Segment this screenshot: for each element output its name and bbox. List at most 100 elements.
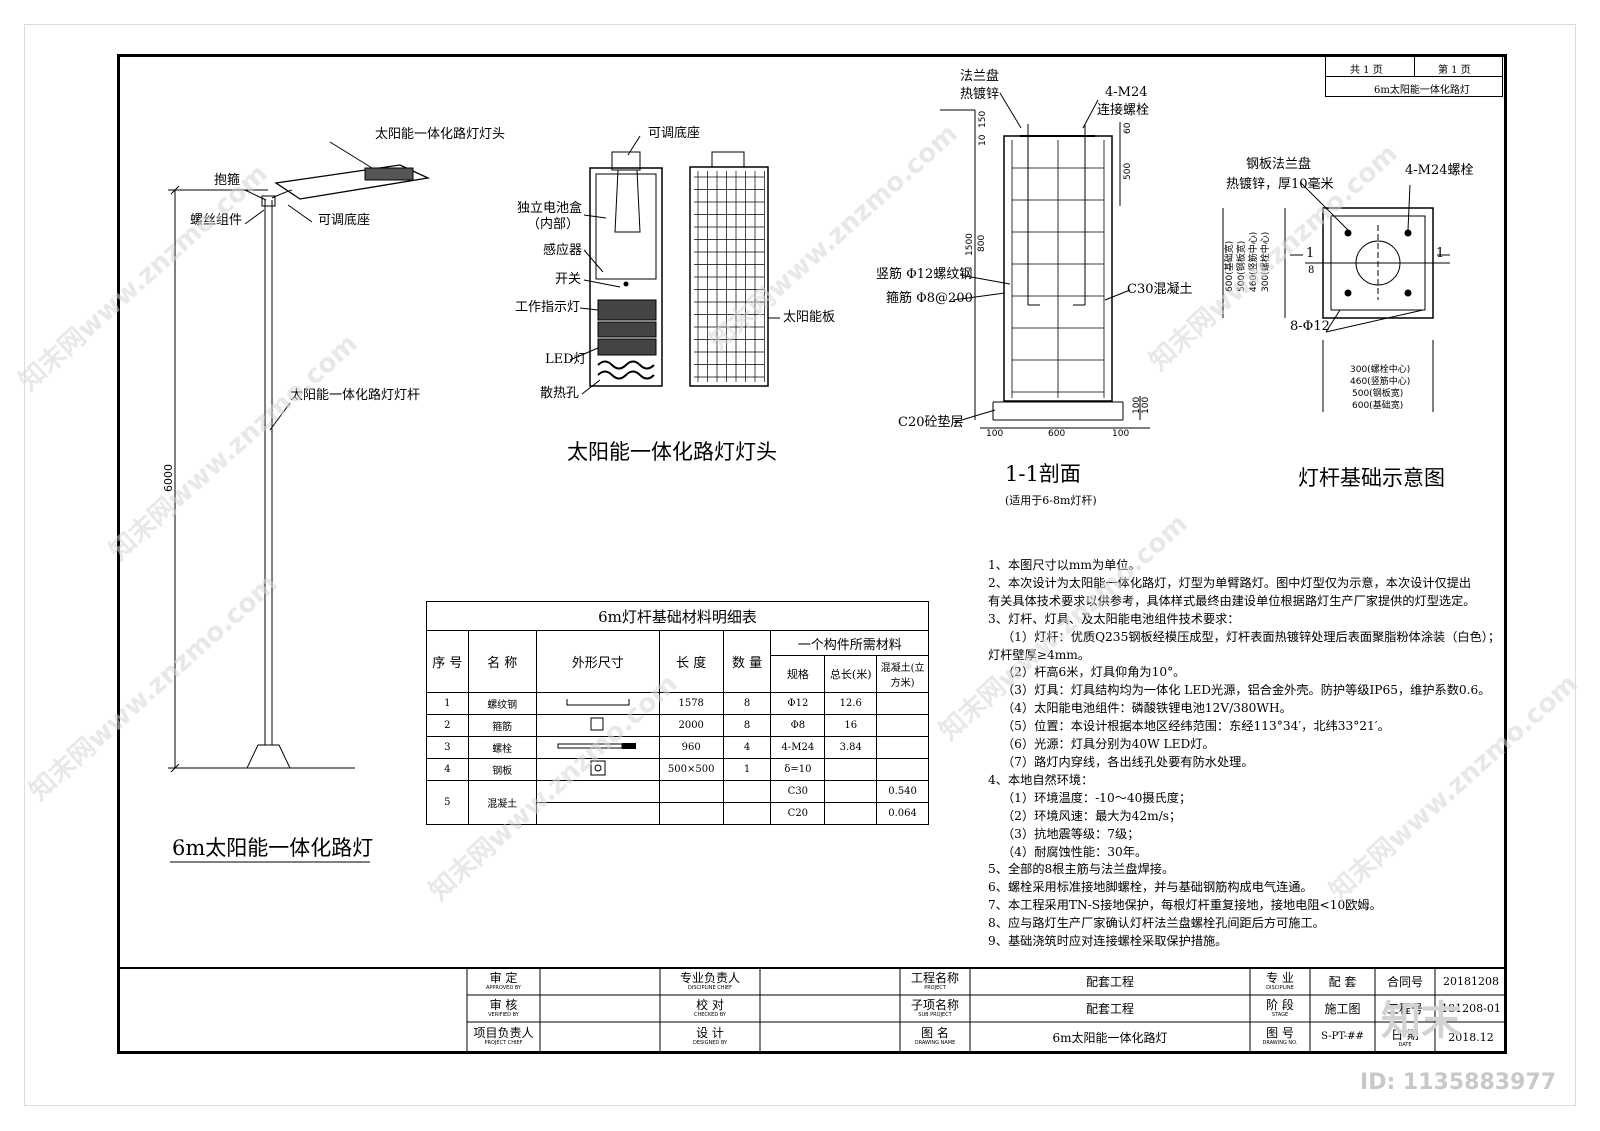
pole-label-screws: 螺丝组件: [190, 213, 243, 228]
tb-dname-label: 图 名: [921, 1026, 949, 1040]
tb-stage-label: 阶 段: [1266, 998, 1294, 1012]
image-id: ID: 1135883977: [1360, 1070, 1556, 1095]
th-name: 名 称: [467, 630, 537, 693]
table-row: 4 钢板 500×500 1 δ=10: [426, 758, 929, 781]
drawing-frame: [117, 54, 1507, 1054]
foundation-label-cut-left: 1: [1306, 246, 1315, 261]
head-label-battery: 独立电池盒: [517, 201, 583, 216]
note-line: （3）抗地震等级：7级；: [1002, 826, 1140, 841]
section-title: 1-1剖面: [1005, 462, 1081, 486]
tb-sub-value: 配套工程: [1085, 1002, 1134, 1016]
foundation-label-8: 8: [1308, 265, 1315, 276]
foundation-dim-h-300: 300(螺栓中心): [1350, 365, 1411, 375]
tb-project-label: 工程名称: [910, 971, 959, 985]
th-total: 总长(米): [824, 655, 878, 693]
tb-dno-value: S-PT-##: [1321, 1031, 1364, 1042]
note-line: 9、基础浇筑时应对连接螺栓采取保护措施。: [988, 934, 1228, 949]
tb-approved-en: APPROVED BY: [485, 985, 521, 991]
pole-title: 6m太阳能一体化路灯: [172, 836, 374, 860]
tb-chief-en: PROJECT CHIEF: [484, 1040, 523, 1046]
note-line: （4）太阳能电池组件：磷酸铁锂电池12V/380WH。: [1002, 701, 1292, 716]
outer-border: [24, 24, 1576, 1106]
tb-sub-en: SUB PROJECT: [918, 1012, 952, 1018]
tb-proj-no-value: 181208-01: [1441, 1002, 1501, 1015]
section-subtitle: (适用于6-8m灯杆): [1005, 494, 1097, 507]
pages-total: 共 1 页: [1350, 65, 1383, 76]
tb-project-en: PROJECT: [924, 985, 946, 991]
foundation-label-rebar: 8-Φ12: [1290, 319, 1330, 334]
tb-disc-chief-en: DISCIPLINE CHIEF: [688, 985, 732, 991]
tb-date-en: DATE: [1398, 1042, 1412, 1048]
th-no: 序 号: [426, 630, 469, 693]
tb-date-label: 日 期: [1391, 1028, 1419, 1042]
th-group: 一个构件所需材料: [770, 630, 929, 656]
tb-dno-en: DRAWING NO.: [1262, 1040, 1298, 1046]
material-table: 6m灯杆基础材料明细表 序 号 名 称 外形尺寸 长 度 数 量 一个构件所需材…: [426, 601, 929, 825]
foundation-dim-h-460: 460(竖筋中心): [1350, 377, 1411, 387]
foundation-label-galv: 热镀锌，厚10毫米: [1226, 177, 1334, 192]
note-line: （3）灯具：灯具结构均为一体化 LED光源，铝合金外壳。防护等级IP65，维护系…: [1002, 683, 1491, 698]
tb-chief-label: 项目负责人: [473, 1026, 534, 1040]
head-label-base: 可调底座: [648, 126, 701, 141]
th-spec: 规格: [770, 655, 826, 693]
cell-spec: C20: [770, 802, 826, 825]
head-label-vent: 散热孔: [540, 386, 580, 401]
foundation-dim-h-600: 600(基础宽): [1352, 401, 1404, 411]
tb-stage-en: STAGE: [1271, 1012, 1289, 1018]
note-line: 2、本次设计为太阳能一体化路灯，灯型为单臂路灯。图中灯型仅为示意，本次设计仅提出: [988, 575, 1472, 590]
tb-designed-en: DESIGNED BY: [692, 1040, 728, 1046]
cell-no: 5: [426, 780, 469, 825]
foundation-title: 灯杆基础示意图: [1298, 466, 1445, 490]
section-label-galv: 热镀锌: [960, 87, 1000, 102]
note-line: 4、本地自然环境：: [988, 772, 1094, 787]
section-drawing: [940, 92, 1150, 429]
note-line: （1）灯杆：优质Q235钢板经模压成型，灯杆表面热镀锌处理后表面聚脂粉体涂装（白…: [1002, 629, 1501, 644]
tb-project-value: 配套工程: [1085, 975, 1134, 989]
pole-label-shaft: 太阳能一体化路灯灯杆: [290, 388, 421, 403]
sheet-header-box: 共 1 页 第 1 页 6m太阳能一体化路灯: [1325, 56, 1503, 97]
tb-contract-value: 20181208: [1443, 975, 1499, 988]
lamp-head-title: 太阳能一体化路灯灯头: [567, 440, 777, 464]
note-line: 7、本工程采用TN-S接地保护，每根灯杆重复接地，接地电阻<10欧姆。: [988, 898, 1382, 913]
watermark-logo: 知末: [1381, 998, 1461, 1044]
section-dim-600: 600: [1048, 429, 1066, 439]
tb-sub-label: 子项名称: [910, 998, 959, 1012]
pole-drawing: [168, 141, 431, 863]
cell-concrete: 0.540: [876, 780, 929, 803]
design-notes: 1、本图尺寸以mm为单位。2、本次设计为太阳能一体化路灯，灯型为单臂路灯。图中灯…: [988, 557, 1501, 951]
tb-discipline-label: 专 业: [1266, 971, 1294, 985]
note-line: 8、应与路灯生产厂家确认灯杆法兰盘螺栓孔间距后方可施工。: [988, 916, 1325, 931]
note-line: 5、全部的8根主筋与法兰盘焊接。: [988, 862, 1175, 877]
section-label-c20: C20砼垫层: [898, 415, 964, 430]
pole-label-base: 可调底座: [318, 213, 371, 228]
foundation-label-cut-right: 1: [1436, 246, 1445, 261]
page-number: 第 1 页: [1438, 65, 1471, 76]
head-label-panel: 太阳能板: [783, 310, 836, 325]
tb-checked-en: CHECKED BY: [694, 1012, 726, 1018]
th-length: 长 度: [658, 630, 724, 693]
head-label-switch: 开关: [555, 272, 582, 287]
tb-dname-value: 6m太阳能一体化路灯: [1052, 1031, 1168, 1045]
tb-dname-en: DRAWING NAME: [914, 1040, 956, 1046]
tb-proj-no: 工程号: [1386, 1002, 1423, 1016]
tb-discipline-value: 配 套: [1328, 975, 1357, 989]
tb-contract: 合同号: [1386, 975, 1423, 989]
cell-concrete: 0.064: [876, 802, 929, 825]
tb-designed-label: 设 计: [696, 1026, 724, 1040]
pole-label-head: 太阳能一体化路灯灯头: [375, 127, 506, 142]
note-line: 6、螺栓采用标准接地脚螺栓，并与基础钢筋构成电气连通。: [988, 880, 1313, 895]
note-line: （7）路灯内穿线，各出线孔处要有防水处理。: [1002, 754, 1254, 769]
tb-checked-label: 校 对: [696, 998, 724, 1012]
tb-stage-value: 施工图: [1324, 1002, 1361, 1016]
